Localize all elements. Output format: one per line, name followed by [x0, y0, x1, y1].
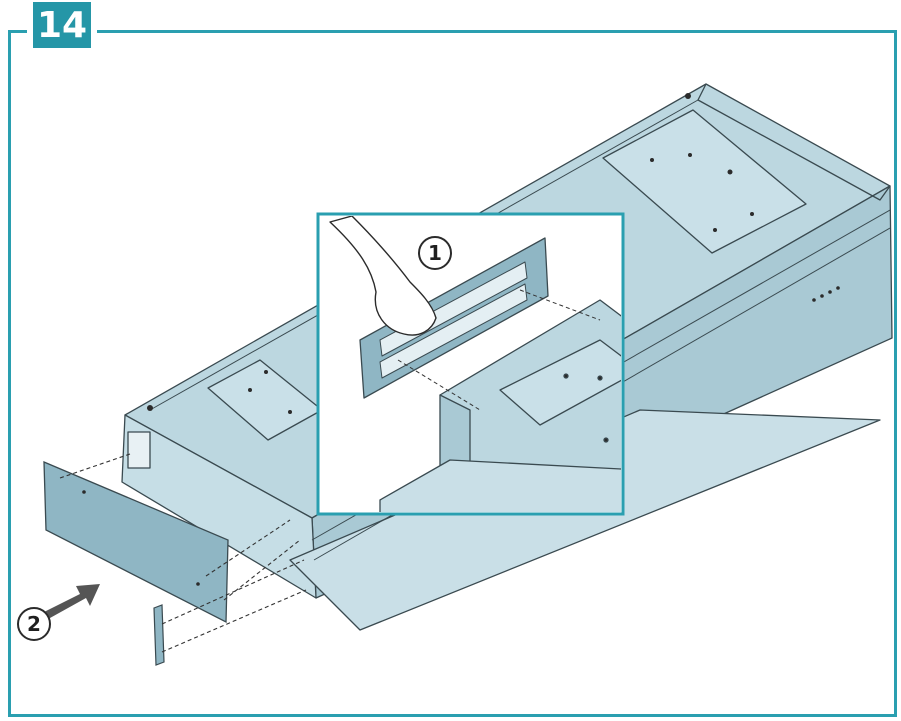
top-access-panel-right: [602, 109, 807, 254]
detail-inset: [316, 212, 625, 516]
push-direction-arrow: [44, 584, 100, 618]
callout-step-2: 2: [17, 607, 51, 641]
trim-strip: [153, 604, 165, 666]
top-screws: [147, 93, 840, 414]
end-cover-panel: [43, 461, 229, 624]
assembly-guide-lines: [59, 453, 307, 653]
instruction-frame: [8, 30, 897, 717]
hand-illustration: [329, 216, 437, 336]
step-number-badge: 14: [33, 2, 91, 48]
callout-step-1: 1: [418, 236, 452, 270]
cabinet-end-face: [121, 414, 317, 599]
